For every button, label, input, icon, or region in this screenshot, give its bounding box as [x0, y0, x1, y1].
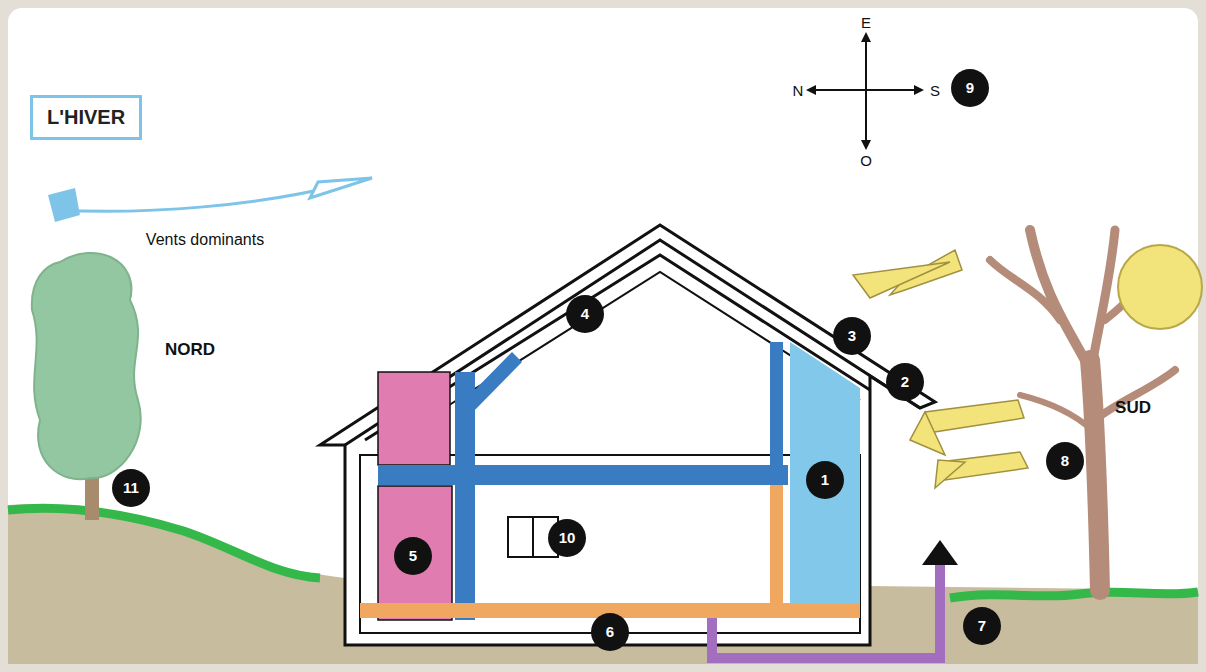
- callout-number: 4: [566, 295, 604, 333]
- air-duct: [712, 560, 940, 658]
- callout-number: 5: [394, 537, 432, 575]
- duct-arrow: [922, 540, 958, 565]
- wind-arrow: [55, 185, 340, 211]
- sun: [1118, 245, 1202, 329]
- text-label: SUD: [1115, 398, 1151, 418]
- compass-heads: [806, 32, 924, 150]
- text-label: O: [860, 152, 872, 169]
- panel: [8, 8, 1198, 664]
- evergreen-tree: [32, 253, 141, 479]
- callout-number: 1: [806, 461, 844, 499]
- text-label: S: [930, 82, 940, 99]
- wind-head: [310, 178, 372, 198]
- callout-number: 8: [1046, 442, 1084, 480]
- grass-left: [8, 508, 320, 578]
- callout-number: 2: [886, 363, 924, 401]
- text-label: Vents dominants: [146, 231, 264, 249]
- callout-number: 3: [833, 317, 871, 355]
- text-label: N: [793, 82, 804, 99]
- callout-number: 6: [591, 613, 629, 651]
- callout-number: 11: [112, 469, 150, 507]
- text-label: NORD: [165, 340, 215, 360]
- grass-right: [950, 592, 1198, 598]
- callout-number: 10: [548, 519, 586, 557]
- house: [320, 225, 935, 645]
- season-title: L'HIVER: [30, 95, 142, 140]
- callout-number: 7: [963, 607, 1001, 645]
- callout-number: 9: [951, 69, 989, 107]
- compass: [812, 38, 918, 144]
- text-label: E: [861, 14, 871, 31]
- wind-tail: [48, 188, 80, 222]
